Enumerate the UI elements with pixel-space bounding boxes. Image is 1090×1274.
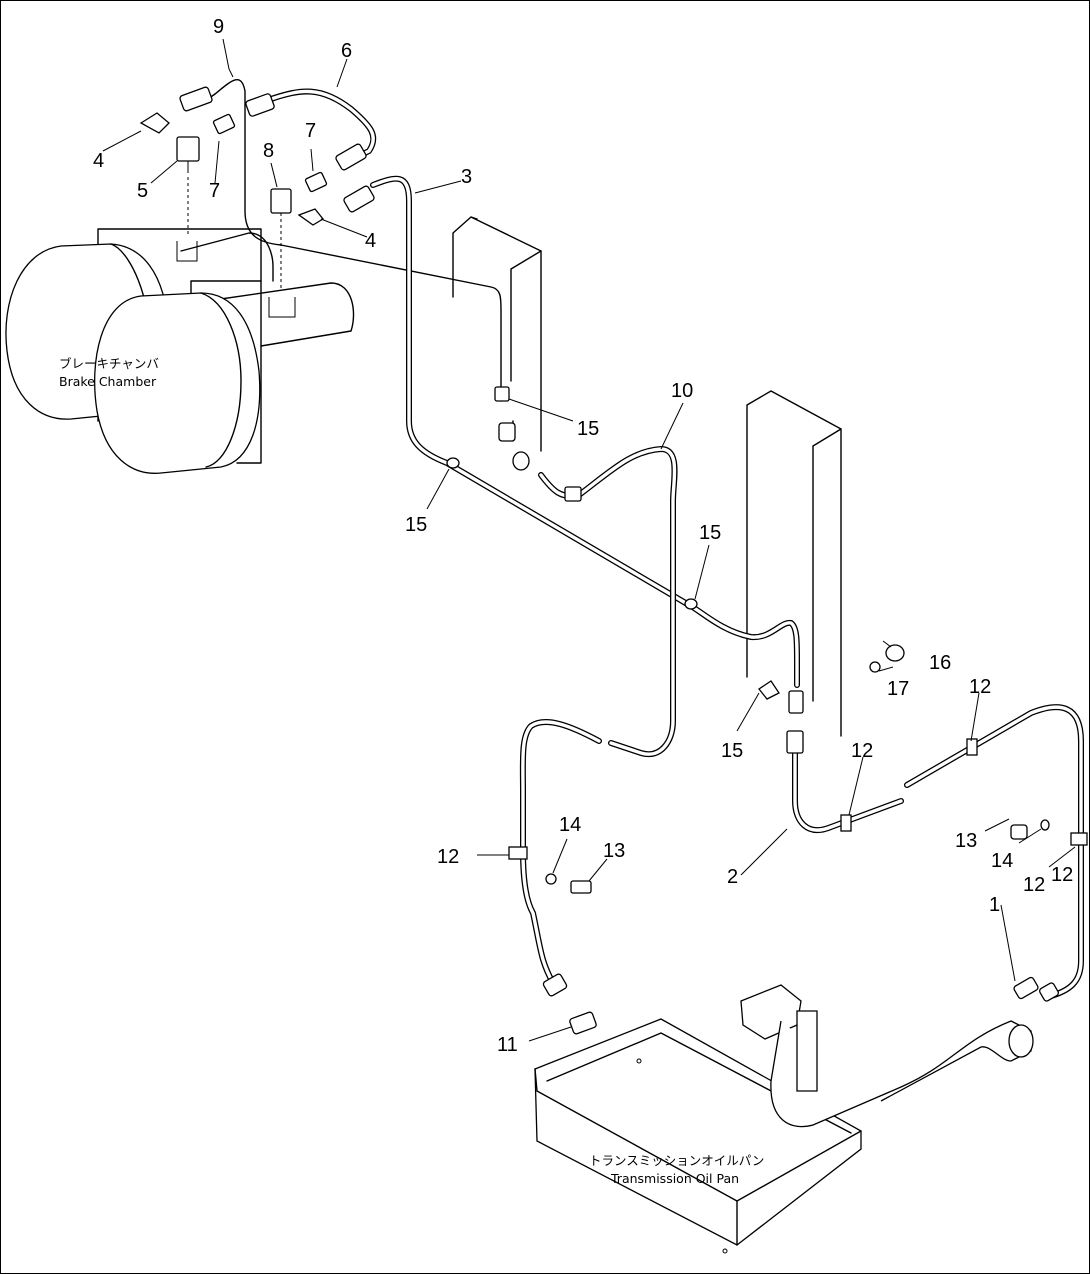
fittings [139, 86, 1088, 1035]
callout-10: 10 [671, 380, 693, 402]
callout-7b: 7 [305, 120, 316, 142]
callout-4b: 4 [365, 230, 376, 252]
callout-5: 5 [137, 180, 148, 202]
pipe-10 [519, 446, 678, 986]
callout-15b: 15 [405, 514, 427, 536]
callout-13b: 13 [955, 830, 977, 852]
trans-pan-label-jp: トランスミッションオイルパン [589, 1153, 764, 1168]
leader-lines [102, 38, 1076, 1042]
callout-4a: 4 [93, 150, 104, 172]
brake-chamber-label-en: Brake Chamber [59, 374, 157, 389]
callout-12e: 12 [1051, 864, 1073, 886]
callout-16: 16 [929, 652, 951, 674]
callout-12d: 12 [1023, 874, 1045, 896]
transmission-oil-pan: トランスミッションオイルパン Transmission Oil Pan [534, 984, 1034, 1254]
callout-15c: 15 [699, 522, 721, 544]
hose-2 [792, 738, 904, 834]
pipe-6 [268, 88, 377, 160]
callout-15d: 15 [721, 740, 743, 762]
callout-9: 9 [213, 16, 224, 38]
callout-12c: 12 [437, 846, 459, 868]
callout-2: 2 [727, 866, 738, 888]
callout-6: 6 [341, 40, 352, 62]
frame-pillar-right [746, 390, 842, 737]
brake-chamber-label-jp: ブレーキチャンバ [59, 356, 159, 371]
callout-7a: 7 [209, 180, 220, 202]
callout-14b: 14 [991, 850, 1013, 872]
callout-11: 11 [497, 1034, 518, 1056]
callout-12a: 12 [969, 676, 991, 698]
callout-1: 1 [989, 894, 1000, 916]
callout-12b: 12 [851, 740, 873, 762]
trans-pan-label-en: Transmission Oil Pan [610, 1171, 739, 1186]
callout-17: 17 [887, 678, 909, 700]
callouts: 1 2 3 4 4 5 6 7 7 8 9 10 11 12 12 12 12 … [93, 16, 1073, 1056]
callout-14a: 14 [559, 814, 581, 836]
callout-13a: 13 [603, 840, 625, 862]
brake-chamber: ブレーキチャンバ Brake Chamber [5, 228, 355, 474]
callout-15a: 15 [577, 418, 599, 440]
pipe-3 [370, 175, 800, 688]
pipe-12 [904, 704, 1084, 1000]
frame-pillar-left [452, 216, 542, 452]
callout-3: 3 [461, 166, 472, 188]
callout-8: 8 [263, 140, 274, 162]
